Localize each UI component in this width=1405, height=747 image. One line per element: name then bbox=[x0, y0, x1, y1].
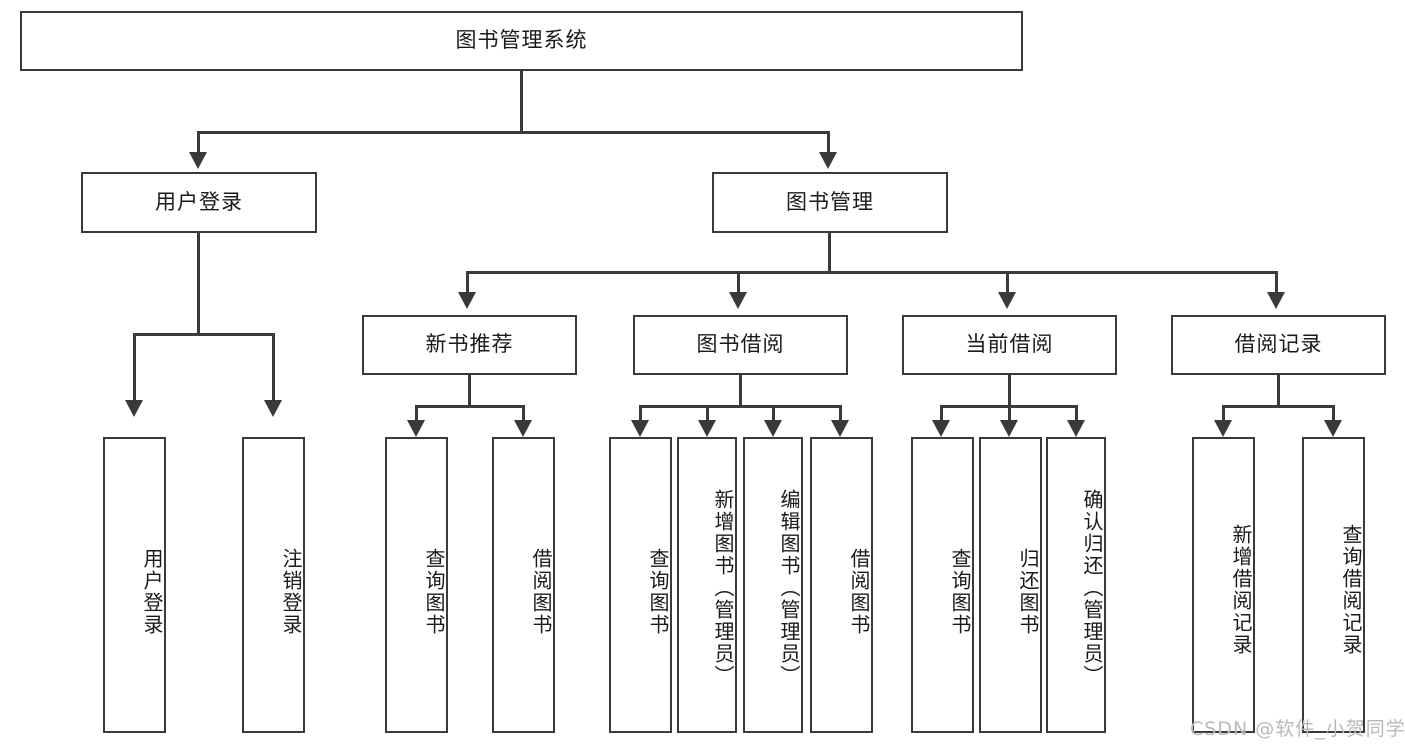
arrow-to-leaf-confirm-return bbox=[1067, 420, 1085, 437]
edge-nbr-c1-drop bbox=[415, 405, 418, 421]
csdn-watermark: CSDN @软件_小贺同学 bbox=[1190, 718, 1405, 740]
edge-bb-drop bbox=[739, 375, 742, 408]
edge-level3-c1-drop bbox=[466, 271, 469, 293]
node-leaf-query-book-1[interactable]: 查询图书 bbox=[385, 437, 448, 733]
arrow-to-user-login bbox=[189, 152, 207, 169]
node-leaf-query-book-2[interactable]: 查询图书 bbox=[609, 437, 672, 733]
edge-level3-bar bbox=[466, 271, 1278, 274]
edge-level2-right-drop bbox=[827, 131, 830, 153]
arrow-to-leaf-query-record bbox=[1324, 420, 1342, 437]
arrow-to-leaf-user-login bbox=[125, 400, 143, 417]
edge-bb-bar bbox=[639, 405, 842, 408]
arrow-to-leaf-add-book bbox=[698, 420, 716, 437]
edge-br-c1-drop bbox=[1222, 405, 1225, 421]
node-leaf-logout-login[interactable]: 注销登录 bbox=[242, 437, 305, 733]
edge-cb-c1-drop bbox=[940, 405, 943, 421]
edge-nbr-bar bbox=[415, 405, 525, 408]
edge-bb-c3-drop bbox=[772, 405, 775, 421]
edge-user-login-child2-drop bbox=[272, 333, 275, 401]
edge-br-c2-drop bbox=[1332, 405, 1335, 421]
edge-br-bar bbox=[1222, 405, 1335, 408]
arrow-to-current-borrow bbox=[998, 292, 1016, 309]
edge-nbr-c2-drop bbox=[522, 405, 525, 421]
edge-root-drop bbox=[520, 71, 523, 133]
edge-bb-c2-drop bbox=[706, 405, 709, 421]
node-book-borrow[interactable]: 图书借阅 bbox=[633, 315, 848, 375]
edge-br-drop bbox=[1277, 375, 1280, 408]
arrow-to-leaf-logout-login bbox=[264, 400, 282, 417]
edge-level3-c3-drop bbox=[1006, 271, 1009, 293]
arrow-to-book-borrow bbox=[729, 292, 747, 309]
edge-user-login-drop bbox=[197, 233, 200, 335]
node-user-login[interactable]: 用户登录 bbox=[81, 172, 317, 233]
node-book-management[interactable]: 图书管理 bbox=[712, 172, 948, 233]
node-new-book-recommend[interactable]: 新书推荐 bbox=[362, 315, 577, 375]
edge-level2-left-drop bbox=[197, 131, 200, 153]
arrow-to-leaf-add-record bbox=[1214, 420, 1232, 437]
edge-level2-bar bbox=[197, 131, 830, 134]
arrow-to-leaf-edit-book bbox=[764, 420, 782, 437]
arrow-to-leaf-return-book bbox=[1000, 420, 1018, 437]
node-leaf-borrow-book-1[interactable]: 借阅图书 bbox=[492, 437, 555, 733]
node-borrow-record[interactable]: 借阅记录 bbox=[1171, 315, 1386, 375]
node-leaf-add-record[interactable]: 新增借阅记录 bbox=[1192, 437, 1255, 733]
edge-cb-c2-drop bbox=[1008, 405, 1011, 421]
node-leaf-borrow-book-2[interactable]: 借阅图书 bbox=[810, 437, 873, 733]
edge-bb-c4-drop bbox=[839, 405, 842, 421]
node-current-borrow[interactable]: 当前借阅 bbox=[902, 315, 1117, 375]
node-leaf-query-book-3[interactable]: 查询图书 bbox=[911, 437, 974, 733]
arrow-to-leaf-query-book-3 bbox=[932, 420, 950, 437]
edge-nbr-drop bbox=[468, 375, 471, 408]
edge-level3-c2-drop bbox=[737, 271, 740, 293]
node-leaf-return-book[interactable]: 归还图书 bbox=[979, 437, 1042, 733]
edge-cb-drop bbox=[1008, 375, 1011, 408]
arrow-to-borrow-record bbox=[1267, 292, 1285, 309]
edge-user-login-bar bbox=[133, 333, 275, 336]
node-leaf-confirm-return[interactable]: 确认归还（管理员） bbox=[1046, 437, 1106, 733]
edge-cb-c3-drop bbox=[1075, 405, 1078, 421]
arrow-to-leaf-query-book-1 bbox=[407, 420, 425, 437]
edge-bb-c1-drop bbox=[639, 405, 642, 421]
edge-level3-c4-drop bbox=[1275, 271, 1278, 293]
arrow-to-leaf-borrow-book-1 bbox=[514, 420, 532, 437]
node-leaf-query-record[interactable]: 查询借阅记录 bbox=[1302, 437, 1365, 733]
node-leaf-user-login[interactable]: 用户登录 bbox=[103, 437, 166, 733]
arrow-to-leaf-borrow-book-2 bbox=[831, 420, 849, 437]
node-leaf-add-book[interactable]: 新增图书（管理员） bbox=[677, 437, 737, 733]
edge-user-login-child1-drop bbox=[133, 333, 136, 401]
arrow-to-book-management bbox=[819, 152, 837, 169]
node-leaf-edit-book[interactable]: 编辑图书（管理员） bbox=[743, 437, 803, 733]
arrow-to-leaf-query-book-2 bbox=[631, 420, 649, 437]
arrow-to-new-book-recommend bbox=[458, 292, 476, 309]
node-root-book-management-system[interactable]: 图书管理系统 bbox=[20, 11, 1023, 71]
edge-book-management-drop bbox=[828, 233, 831, 273]
